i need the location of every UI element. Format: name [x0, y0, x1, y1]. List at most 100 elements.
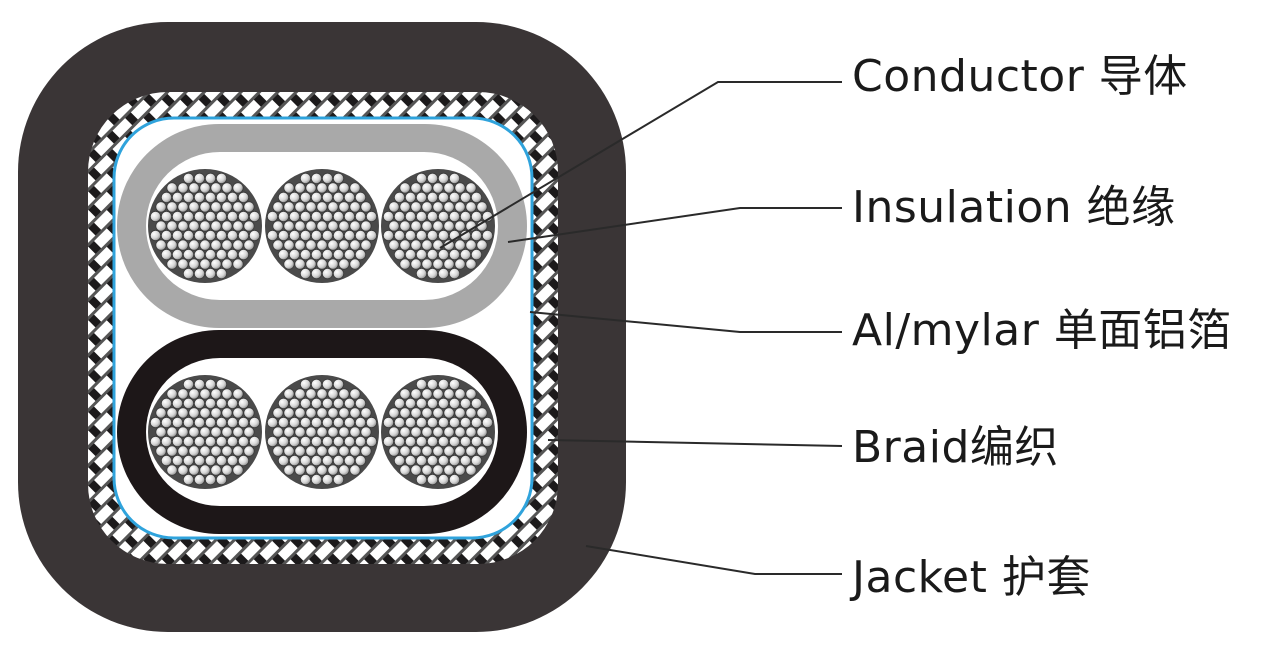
strand — [294, 201, 306, 213]
strand — [410, 220, 422, 232]
strand — [432, 445, 444, 457]
strand — [294, 407, 306, 419]
strand — [294, 388, 306, 400]
strand — [338, 258, 350, 270]
strand — [215, 267, 228, 280]
strand — [432, 407, 444, 419]
strand — [221, 182, 233, 194]
strand — [188, 201, 200, 213]
strand — [327, 426, 339, 438]
strand — [338, 201, 350, 213]
strand — [338, 407, 350, 419]
strand — [327, 407, 339, 419]
strand — [354, 229, 367, 242]
strand — [232, 201, 244, 213]
strand — [327, 239, 339, 251]
strand — [221, 426, 233, 438]
strand — [305, 239, 317, 251]
strand — [232, 464, 244, 476]
strand — [188, 388, 200, 400]
strand — [299, 172, 312, 184]
strand — [160, 397, 173, 409]
strand — [288, 435, 301, 448]
strand — [299, 435, 312, 448]
strand — [393, 210, 406, 223]
strand — [476, 445, 488, 457]
strand — [393, 397, 406, 409]
conductor-bundle — [148, 375, 262, 489]
strand — [182, 229, 195, 242]
strand — [182, 416, 195, 429]
strand — [360, 201, 372, 213]
strand — [382, 435, 395, 448]
strand — [426, 473, 439, 486]
strand — [465, 201, 477, 213]
strand — [210, 388, 222, 400]
strand — [454, 182, 466, 194]
strand — [210, 445, 222, 457]
strand — [421, 445, 433, 457]
strand — [332, 249, 345, 261]
strand — [454, 426, 466, 438]
strand — [481, 416, 494, 429]
strand — [316, 388, 328, 400]
strand — [415, 267, 428, 280]
strand — [199, 201, 211, 213]
strand — [332, 473, 345, 486]
strand — [166, 464, 178, 476]
strand — [266, 416, 279, 429]
strand — [266, 210, 279, 223]
strand — [160, 416, 173, 429]
strand — [410, 388, 422, 400]
strand — [160, 191, 173, 203]
strand — [327, 201, 339, 213]
strand — [404, 454, 417, 467]
strand — [399, 239, 411, 251]
strand — [321, 267, 334, 280]
strand — [349, 445, 361, 457]
strand — [288, 191, 301, 203]
strand — [415, 249, 428, 261]
strand — [237, 210, 250, 223]
strand — [283, 201, 295, 213]
strand — [283, 258, 295, 270]
strand — [448, 191, 461, 203]
strand — [365, 435, 378, 448]
strand — [204, 229, 217, 242]
strand — [193, 191, 206, 203]
strand — [443, 464, 455, 476]
strand — [166, 426, 178, 438]
strand — [465, 388, 477, 400]
strand — [193, 172, 206, 184]
strand — [226, 229, 239, 242]
strand — [166, 407, 178, 419]
strand — [465, 464, 477, 476]
strand — [188, 220, 200, 232]
strand — [437, 210, 450, 223]
strand — [365, 229, 378, 242]
strand — [459, 454, 472, 467]
strand — [199, 464, 211, 476]
strand — [388, 201, 400, 213]
strand — [421, 388, 433, 400]
strand — [332, 454, 345, 467]
strand — [476, 407, 488, 419]
strand — [193, 435, 206, 448]
leader-conductor — [439, 81, 842, 249]
strand — [221, 388, 233, 400]
strand — [166, 239, 178, 251]
strand — [432, 388, 444, 400]
strand — [226, 191, 239, 203]
strand — [481, 435, 494, 448]
strand — [354, 191, 367, 203]
strand — [454, 388, 466, 400]
strand — [177, 220, 189, 232]
strand — [171, 397, 184, 409]
strand — [215, 473, 228, 486]
strand — [188, 445, 200, 457]
strand — [294, 220, 306, 232]
strand — [204, 454, 217, 467]
strand — [437, 416, 450, 429]
